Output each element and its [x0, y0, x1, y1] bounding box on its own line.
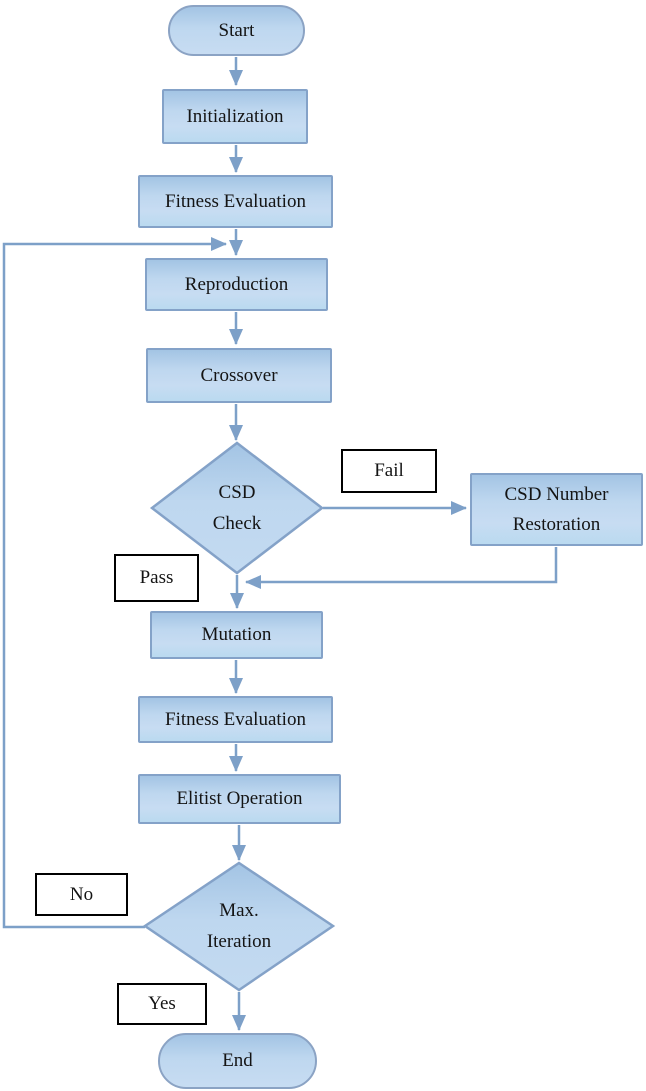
- pass-edge-label-text: Pass: [139, 567, 174, 588]
- reproduction-label: Reproduction: [184, 273, 289, 295]
- csd-check-diamond-shape: [149, 441, 325, 575]
- crossover-node: Crossover: [146, 348, 332, 403]
- reproduction-node: Reproduction: [145, 258, 328, 311]
- fitness-evaluation-1-label: Fitness Evaluation: [165, 190, 306, 212]
- csd-check-label-line1: CSD: [218, 482, 256, 503]
- no-edge-label-text: No: [69, 883, 94, 905]
- csd-number-restoration-label-line2: Restoration: [512, 513, 601, 535]
- start-label: Start: [218, 19, 255, 41]
- yes-edge-label: Yes: [117, 983, 207, 1025]
- yes-edge-label-text: Yes: [148, 993, 176, 1014]
- edge-no-loop-back: [2, 237, 227, 929]
- fitness-evaluation-1-node: Fitness Evaluation: [138, 175, 333, 228]
- max-iteration-label-line2: Iteration: [206, 931, 272, 952]
- mutation-label: Mutation: [201, 624, 272, 645]
- crossover-label: Crossover: [200, 364, 278, 386]
- csd-check-node: CSD Check: [172, 475, 302, 541]
- fitness-evaluation-2-node: Fitness Evaluation: [138, 696, 333, 743]
- pass-edge-label: Pass: [114, 554, 199, 602]
- csd-number-restoration-node: CSD Number Restoration: [470, 473, 643, 546]
- max-iteration-node: Max. Iteration: [169, 893, 309, 959]
- start-node: Start: [168, 5, 305, 56]
- initialization-label: Initialization: [186, 105, 284, 127]
- fitness-evaluation-2-label: Fitness Evaluation: [165, 708, 306, 730]
- max-iteration-diamond-shape: [142, 861, 336, 992]
- elitist-operation-label: Elitist Operation: [176, 788, 303, 809]
- mutation-node: Mutation: [150, 611, 323, 659]
- csd-check-label-line2: Check: [212, 513, 262, 534]
- initialization-node: Initialization: [162, 89, 308, 144]
- edge-restoration-merge: [245, 547, 558, 589]
- max-iteration-label-line1: Max.: [219, 900, 259, 921]
- end-node: End: [158, 1033, 317, 1089]
- elitist-operation-node: Elitist Operation: [138, 774, 341, 824]
- end-label: End: [222, 1050, 253, 1071]
- fail-edge-label: Fail: [341, 449, 437, 493]
- fail-edge-label-text: Fail: [374, 460, 404, 481]
- csd-number-restoration-label-line1: CSD Number: [504, 483, 609, 505]
- no-edge-label: No: [35, 873, 128, 916]
